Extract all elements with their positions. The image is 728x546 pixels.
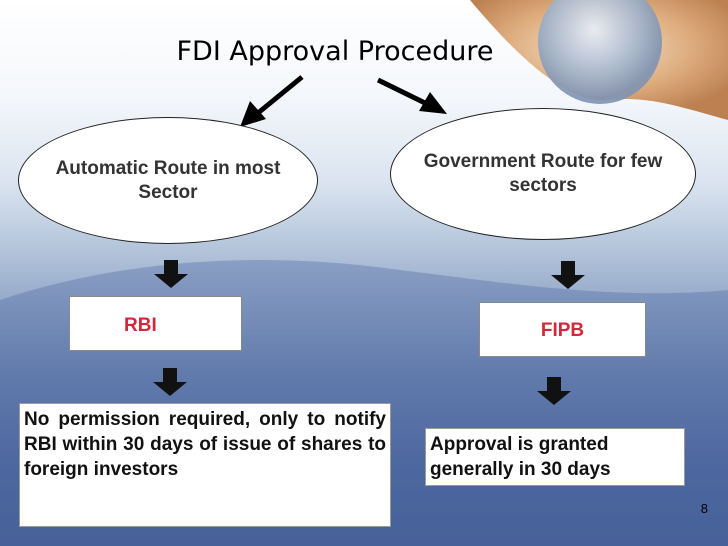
page-number: 8 <box>700 501 708 516</box>
government-route-oval: Government Route for few sectors <box>390 108 696 240</box>
fipb-note-box: Approval is granted generally in 30 days <box>425 428 685 486</box>
down-arrow-left-2 <box>153 368 187 396</box>
down-arrow-right-1 <box>551 261 585 289</box>
rbi-box: RBI <box>69 296 242 351</box>
down-arrow-left-1 <box>154 260 188 288</box>
fipb-label: FIPB <box>540 320 585 341</box>
automatic-route-label: Automatic Route in most Sector <box>55 157 281 203</box>
rbi-note-text: No permission required, only to notify R… <box>24 409 386 480</box>
rbi-label: RBI <box>124 315 157 336</box>
fipb-box: FIPB <box>479 302 646 357</box>
rbi-note-box: No permission required, only to notify R… <box>19 403 391 527</box>
globe-icon <box>538 0 662 104</box>
arrow-right-diagonal <box>376 77 447 114</box>
government-route-label: Government Route for few sectors <box>423 151 663 196</box>
arrow-left-diagonal <box>240 75 304 127</box>
down-arrow-right-2 <box>537 377 571 405</box>
fipb-note-text: Approval is granted generally in 30 days <box>430 434 611 480</box>
automatic-route-oval: Automatic Route in most Sector <box>18 117 318 244</box>
page-title: FDI Approval Procedure <box>176 36 494 67</box>
